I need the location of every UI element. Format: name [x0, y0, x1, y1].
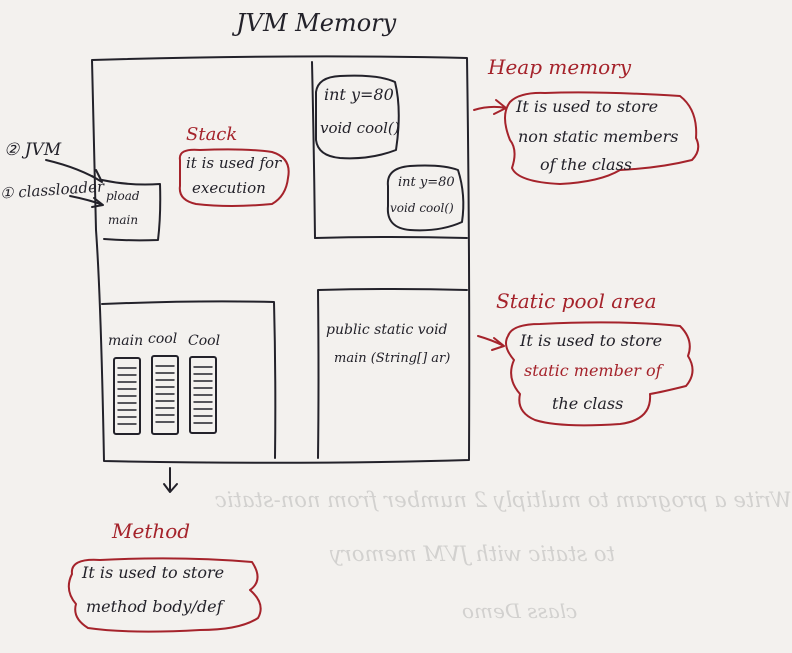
- heap-note-line-1: It is used to store: [516, 97, 659, 116]
- stack-note-bubble: [178, 148, 290, 207]
- method-col-cool-box: [151, 355, 179, 435]
- method-col-cool-label: cool: [148, 331, 178, 347]
- method-col-cool2-box: [189, 356, 217, 434]
- heap-heading: Heap memory: [488, 55, 632, 79]
- method-col-cool2-label: Cool: [188, 333, 221, 349]
- heap-frame-1: [315, 74, 400, 160]
- heap-note-line-3: of the class: [540, 155, 632, 174]
- jvm-memory-box: [91, 55, 471, 464]
- diagram-title: JVM Memory: [236, 9, 397, 37]
- static-pool-content-line-2: main (String[] ar): [334, 351, 451, 366]
- method-note-line-2: method body/def: [86, 597, 223, 616]
- method-col-stripes: [117, 365, 213, 425]
- heap-frame-2-line-1: int y=80: [398, 175, 455, 190]
- stack-note-line-2: execution: [192, 179, 266, 197]
- method-area-border: [101, 300, 277, 459]
- method-col-main-box: [113, 357, 141, 435]
- loader-cell-line-1: pload: [106, 189, 140, 203]
- loader-cell-border: [101, 179, 162, 242]
- heap-note-line-2: non static members: [518, 127, 679, 146]
- heap-frame-2: [386, 164, 465, 232]
- heap-divider-vertical: [311, 61, 316, 239]
- stack-heading: Stack: [186, 124, 238, 145]
- stack-note-line-1: it is used for: [186, 154, 282, 172]
- static-note-bubble: [505, 321, 694, 427]
- heap-frame-1-line-1: int y=80: [324, 85, 394, 104]
- static-note-line-2: static member of: [524, 361, 662, 380]
- classloader-arrow: [69, 195, 104, 208]
- heap-arrow: [473, 99, 507, 115]
- method-down-arrow: [163, 467, 178, 493]
- jvm-arrow: [45, 159, 103, 183]
- diagram-drawing: [45, 55, 700, 633]
- static-note-line-3: the class: [552, 394, 624, 413]
- heap-frame-1-line-2: void cool(): [320, 119, 400, 137]
- method-note-bubble: [67, 557, 262, 633]
- method-note-line-1: It is used to store: [82, 563, 225, 582]
- heap-divider-horizontal: [314, 236, 468, 239]
- method-heading: Method: [112, 519, 191, 543]
- static-pool-content-line-1: public static void: [326, 322, 448, 338]
- loader-cell-line-2: main: [108, 213, 139, 227]
- heap-note-bubble: [504, 91, 700, 185]
- notebook-page: Write a program to multiply 2 number fro…: [0, 9, 792, 633]
- static-note-line-1: It is used to store: [520, 331, 663, 350]
- method-col-main-label: main: [108, 333, 144, 349]
- static-pool-heading: Static pool area: [496, 289, 657, 313]
- heap-frame-2-line-2: void cool(): [390, 201, 454, 215]
- jvm-label: ② JVM: [4, 140, 62, 160]
- static-pool-border: [317, 288, 468, 459]
- static-arrow: [477, 335, 505, 351]
